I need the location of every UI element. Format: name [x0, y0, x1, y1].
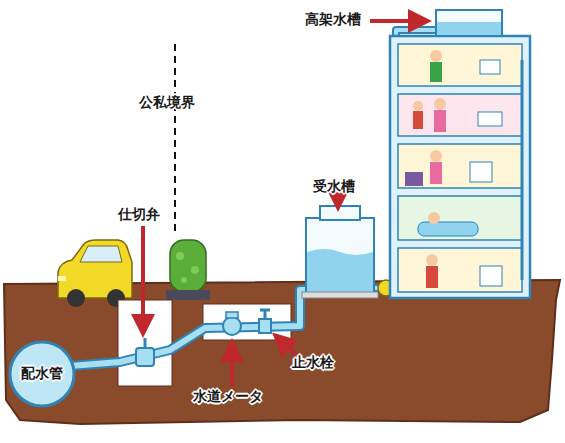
part-label: 止水栓 [292, 354, 334, 372]
pipe-section-circle: 配水管 [8, 340, 76, 408]
water-pipe [70, 30, 436, 366]
part-label: 受水槽 [313, 178, 355, 196]
receiving-tank [302, 206, 378, 298]
part-label: 仕切弁 [118, 206, 160, 224]
car [58, 240, 132, 307]
node-text: 配水管 [8, 365, 76, 383]
boundary-line [174, 44, 176, 236]
part-label: 高架水槽 [305, 11, 361, 29]
building [390, 36, 530, 298]
leader-arrow [143, 21, 424, 386]
stop-valve [259, 310, 271, 333]
ground [4, 280, 560, 424]
bush [166, 240, 210, 300]
elevated-tank [436, 10, 502, 36]
gate-valve [136, 338, 154, 366]
part-label: 水道メータ [193, 388, 263, 406]
part-label: 公私境界 [139, 94, 195, 112]
water-meter [223, 312, 241, 335]
